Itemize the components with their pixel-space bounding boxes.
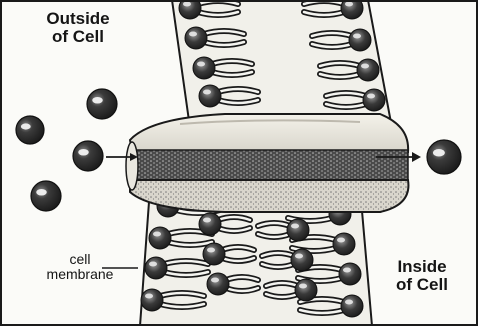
membrane-label-line2: membrane: [30, 267, 130, 282]
cell-membrane-label: cell membrane: [30, 252, 130, 281]
molecule-icon: [427, 140, 461, 174]
inside-label-line2: of Cell: [372, 276, 472, 294]
molecule-icon: [87, 89, 117, 119]
outside-label-line2: of Cell: [26, 28, 130, 46]
outside-label-line1: Outside: [26, 10, 130, 28]
inside-label-line1: Inside: [372, 258, 472, 276]
molecule-icon: [31, 181, 61, 211]
inside-of-cell-label: Inside of Cell: [372, 258, 472, 294]
outside-of-cell-label: Outside of Cell: [26, 10, 130, 46]
membrane-label-line1: cell: [30, 252, 130, 267]
channel-protein: [126, 114, 408, 212]
molecule-icon: [73, 141, 103, 171]
molecule-icon: [16, 116, 44, 144]
